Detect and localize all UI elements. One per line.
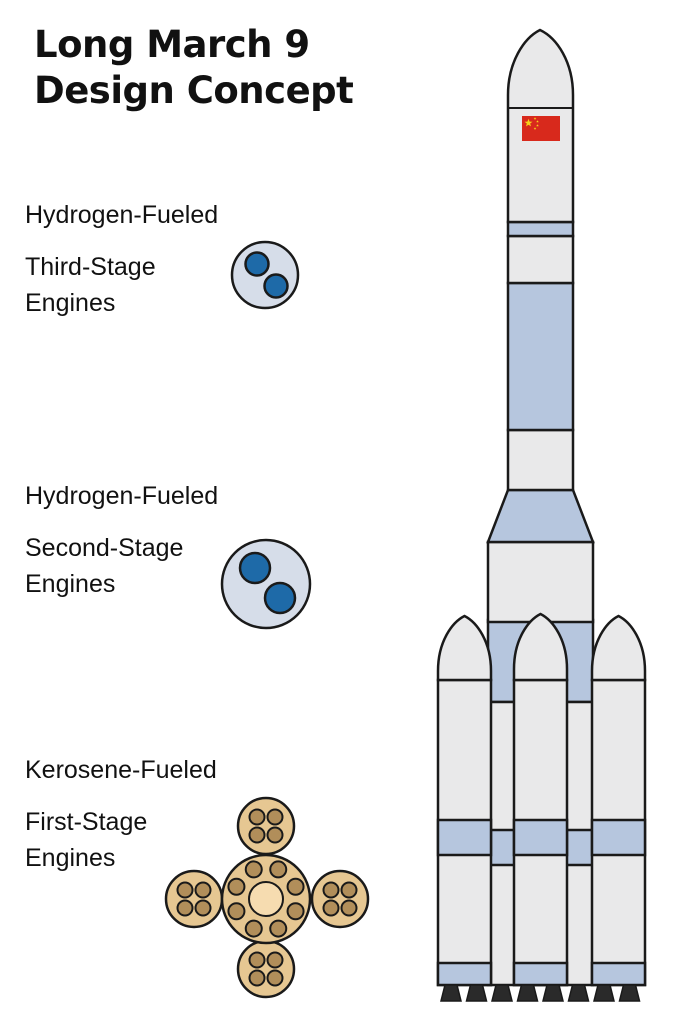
third-stage-lower — [506, 428, 575, 492]
title-line-2: Design Concept — [34, 69, 354, 112]
second-stage-engine-plate — [220, 538, 312, 630]
engine-nozzle — [593, 984, 615, 1002]
booster-nosecone — [436, 614, 493, 682]
kerosene-engine — [248, 969, 266, 987]
two-engine-cluster-icon — [230, 240, 300, 310]
second-stage-fuel-label: Hydrogen-Fueled — [25, 482, 219, 510]
first-stage-name-line-1: First-Stage — [25, 808, 148, 836]
third-stage-tank-band — [506, 281, 575, 432]
kerosene-engine — [176, 899, 194, 917]
core-engine-cluster — [220, 853, 312, 945]
second-stage-body — [486, 540, 595, 624]
booster-band — [590, 818, 647, 857]
booster-plate — [164, 869, 224, 929]
first-stage-name-label: First-Stage Engines — [25, 804, 147, 876]
side-booster — [590, 614, 647, 987]
kerosene-engine — [286, 877, 305, 896]
booster-base-band — [436, 961, 493, 987]
engine-nozzle — [542, 984, 564, 1002]
kerosene-engine — [340, 881, 358, 899]
booster-base-band — [590, 961, 647, 987]
flag-star — [533, 117, 537, 120]
upper-stack — [506, 28, 575, 492]
kerosene-engine — [248, 951, 266, 969]
engine-nozzle — [491, 984, 513, 1002]
kerosene-engine — [194, 881, 212, 899]
china-flag-icon — [522, 116, 560, 141]
kerosene-engine — [244, 919, 263, 938]
first-stage-fuel-label: Kerosene-Fueled — [25, 756, 217, 784]
third-stage-engine-plate — [230, 240, 300, 310]
kerosene-engine — [227, 877, 246, 896]
second-stage-engine — [238, 551, 272, 585]
flag-star — [536, 124, 539, 127]
kerosene-engine — [269, 919, 288, 938]
second-stage-name-line-2: Engines — [25, 570, 116, 598]
flag-field — [522, 116, 560, 141]
diagram-title: Long March 9 Design Concept — [34, 22, 354, 114]
payload-ring-band — [506, 220, 575, 238]
third-stage-fuel-label: Hydrogen-Fueled — [25, 201, 219, 229]
booster-nosecone — [512, 612, 569, 682]
engine-layouts — [164, 240, 370, 999]
side-booster — [512, 612, 569, 987]
kerosene-engine-layout-icon — [164, 796, 370, 999]
second-stage-name-label: Second-Stage Engines — [25, 530, 183, 602]
title-line-1: Long March 9 — [34, 23, 310, 66]
kerosene-engine — [248, 808, 266, 826]
booster-band — [512, 818, 569, 857]
third-stage-engine — [244, 251, 270, 277]
rocket — [436, 28, 647, 1002]
kerosene-engine — [244, 860, 263, 879]
kerosene-engine — [269, 860, 288, 879]
booster-nosecone — [590, 614, 647, 682]
kerosene-engine — [248, 826, 266, 844]
two-engine-cluster-icon — [220, 538, 312, 630]
kerosene-engine — [266, 808, 284, 826]
kerosene-engine — [227, 902, 246, 921]
booster-engine-pod — [236, 939, 296, 999]
booster-engine-pod — [236, 796, 296, 856]
interstage-adapter — [486, 488, 595, 544]
engine-nozzle — [465, 984, 488, 1002]
booster-base-band — [512, 961, 569, 987]
core-center-engine — [248, 881, 284, 917]
side-booster — [436, 614, 493, 987]
booster-plate — [236, 939, 296, 999]
booster-plate — [236, 796, 296, 856]
engine-nozzle — [516, 984, 539, 1002]
booster-engine-pod — [310, 869, 370, 929]
flag-star — [524, 118, 533, 127]
engine-nozzle — [440, 984, 462, 1002]
engine-nozzle — [618, 984, 641, 1002]
booster-band — [436, 818, 493, 857]
third-stage-engine — [263, 273, 289, 299]
third-stage-name-line-1: Third-Stage — [25, 253, 156, 281]
kerosene-engine — [194, 899, 212, 917]
kerosene-engine — [340, 899, 358, 917]
flag-star — [533, 127, 537, 130]
kerosene-engine — [266, 826, 284, 844]
kerosene-engine — [176, 881, 194, 899]
kerosene-engine — [322, 881, 340, 899]
first-stage-name-line-2: Engines — [25, 844, 116, 872]
booster-engine-pod — [164, 869, 224, 929]
third-stage-name-label: Third-Stage Engines — [25, 249, 156, 321]
kerosene-engine — [266, 951, 284, 969]
third-stage-upper — [506, 234, 575, 285]
kerosene-engine — [286, 902, 305, 921]
engine-nozzle — [567, 984, 590, 1002]
engine-nozzles — [440, 984, 641, 1002]
kerosene-engine — [266, 969, 284, 987]
flag-star — [536, 120, 539, 123]
booster-plate — [310, 869, 370, 929]
kerosene-engine — [322, 899, 340, 917]
second-stage-name-line-1: Second-Stage — [25, 534, 184, 562]
second-stage-engine — [263, 581, 297, 615]
third-stage-name-line-2: Engines — [25, 289, 116, 317]
